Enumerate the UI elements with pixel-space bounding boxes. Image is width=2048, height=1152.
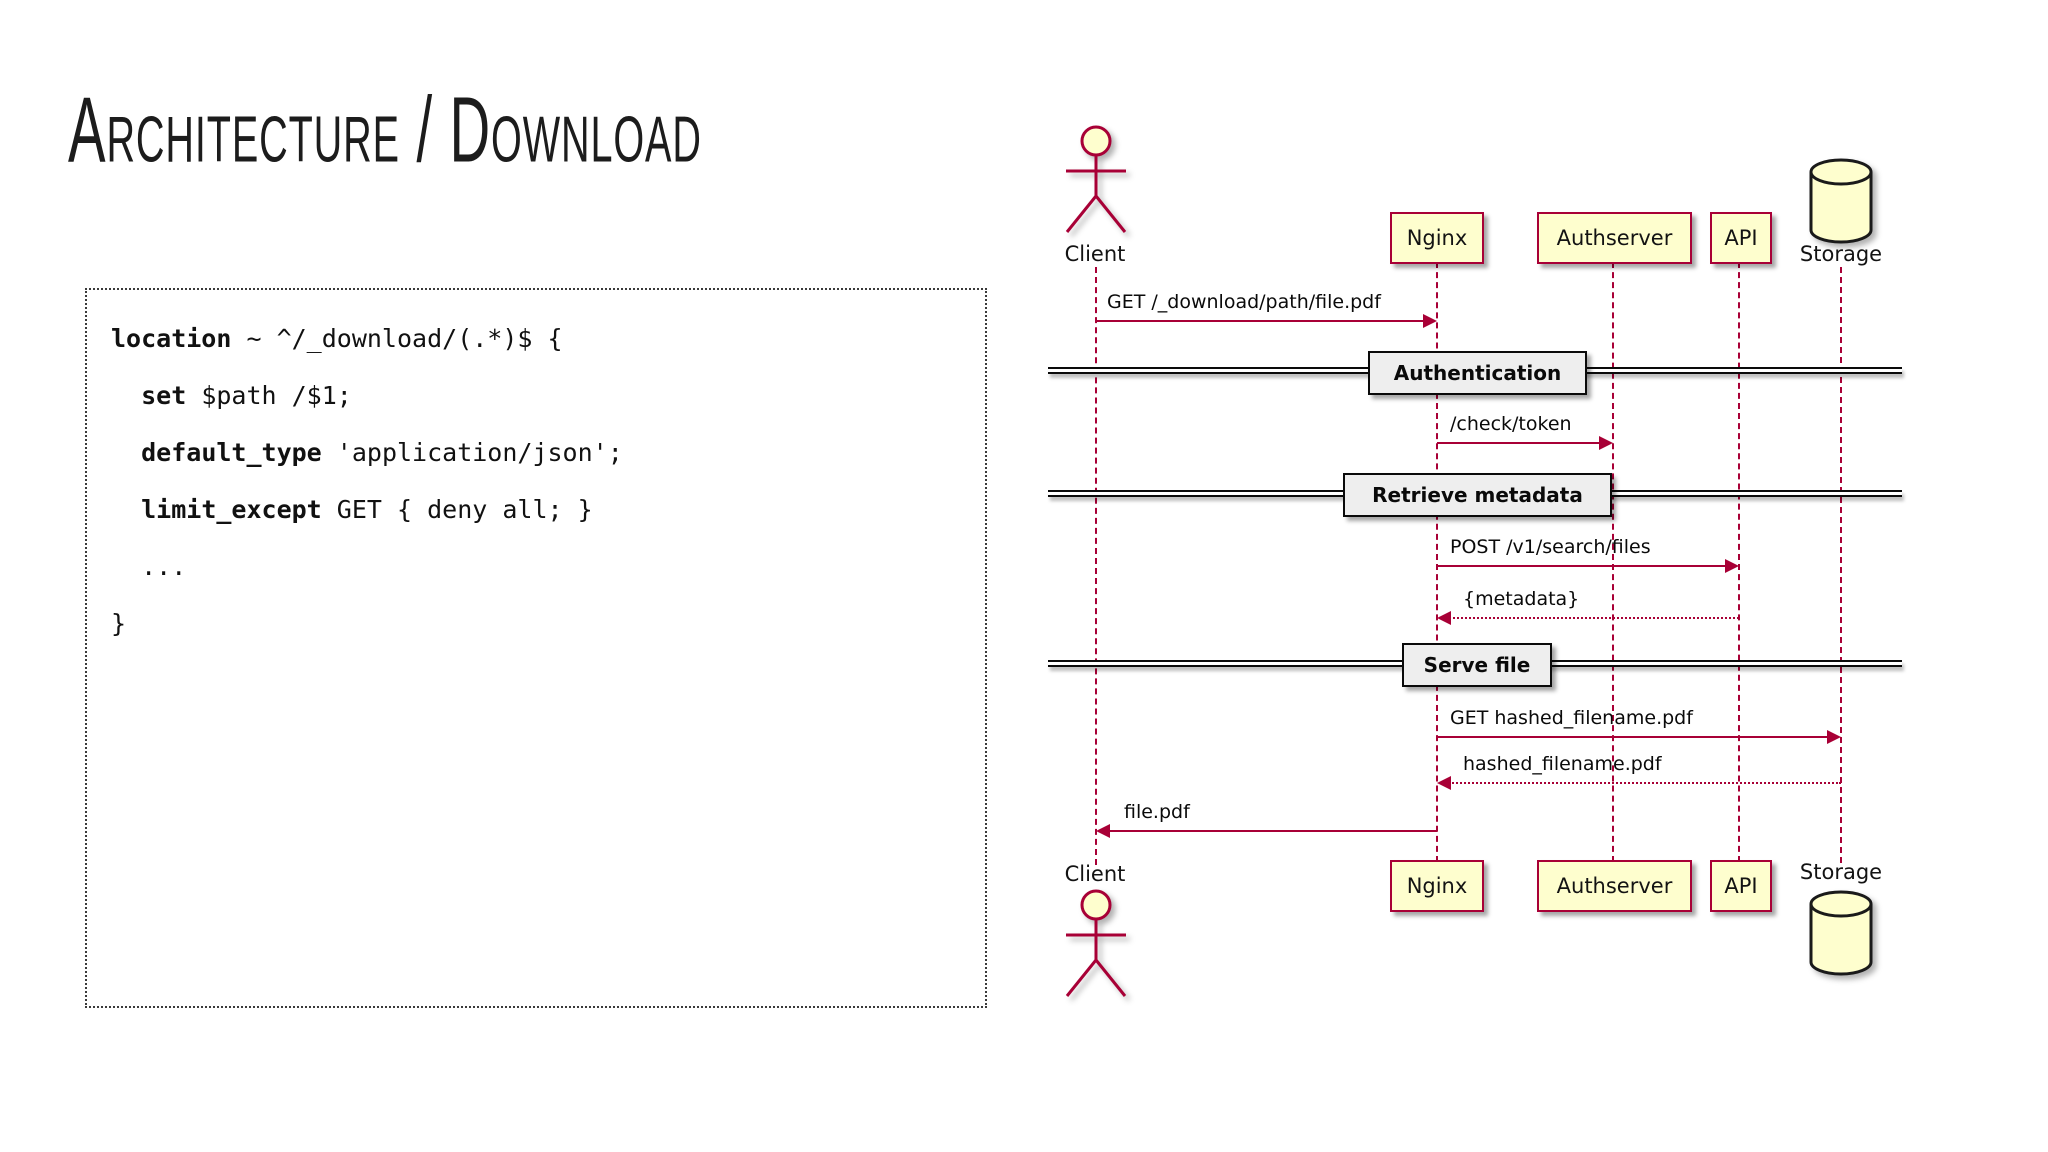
divider-label: Retrieve metadata — [1372, 483, 1583, 507]
code-line: ... — [141, 552, 187, 581]
participant-label-storage: Storage — [1799, 242, 1883, 266]
code-keyword: set — [141, 381, 187, 410]
participant-box-nginx: Nginx — [1390, 212, 1484, 264]
arrowhead-left-icon — [1096, 824, 1110, 838]
participant-box-api: API — [1710, 212, 1772, 264]
message-line — [1437, 565, 1727, 567]
message-label: GET /_download/path/file.pdf — [1107, 291, 1381, 313]
lifeline-api — [1738, 262, 1740, 862]
code-content: location ~ ^/_download/(.*)$ { set $path… — [111, 310, 975, 652]
message-line — [1437, 442, 1601, 444]
message-label: GET hashed_filename.pdf — [1450, 707, 1693, 729]
participant-label-client: Client — [1064, 242, 1126, 266]
participant-box-authserver-bottom: Authserver — [1537, 860, 1692, 912]
message-label: {metadata} — [1463, 588, 1580, 610]
lifeline-storage — [1840, 267, 1842, 863]
divider-label: Authentication — [1393, 361, 1562, 385]
divider-label: Serve file — [1423, 653, 1531, 677]
participant-label-api: API — [1724, 874, 1758, 898]
lifeline-nginx — [1436, 262, 1438, 862]
message-label: hashed_filename.pdf — [1463, 753, 1662, 775]
divider-retrieve-metadata: Retrieve metadata — [1343, 473, 1612, 517]
participant-label-authserver: Authserver — [1556, 226, 1673, 250]
code-keyword: default_type — [141, 438, 322, 467]
message-line — [1449, 782, 1841, 784]
participant-label-nginx: Nginx — [1406, 226, 1468, 250]
participant-box-authserver: Authserver — [1537, 212, 1692, 264]
message-line — [1096, 320, 1426, 322]
message-label: file.pdf — [1124, 801, 1190, 823]
arrowhead-right-icon — [1423, 314, 1437, 328]
actor-icon — [1065, 889, 1127, 997]
lifeline-authserver — [1612, 262, 1614, 862]
participant-box-api-bottom: API — [1710, 860, 1772, 912]
participant-label-storage-bottom: Storage — [1799, 860, 1883, 884]
code-line: set $path /$1; — [141, 381, 352, 410]
arrowhead-left-icon — [1437, 611, 1451, 625]
message-label: /check/token — [1450, 413, 1572, 435]
lifeline-client — [1095, 267, 1097, 865]
message-line — [1108, 830, 1437, 832]
database-icon — [1809, 158, 1873, 244]
code-keyword: location — [111, 324, 232, 353]
participant-label-nginx: Nginx — [1406, 874, 1468, 898]
message-line — [1449, 617, 1739, 619]
arrowhead-right-icon — [1827, 730, 1841, 744]
arrowhead-right-icon — [1725, 559, 1739, 573]
page-title: Architecture / Download — [68, 77, 702, 182]
code-block: location ~ ^/_download/(.*)$ { set $path… — [85, 288, 987, 1008]
arrowhead-right-icon — [1599, 436, 1613, 450]
divider-authentication: Authentication — [1368, 351, 1587, 395]
message-label: POST /v1/search/files — [1450, 536, 1651, 558]
participant-label-api: API — [1724, 226, 1758, 250]
message-line — [1437, 736, 1829, 738]
divider-serve-file: Serve file — [1402, 643, 1552, 687]
participant-label-authserver: Authserver — [1556, 874, 1673, 898]
arrowhead-left-icon — [1437, 776, 1451, 790]
participant-label-client-bottom: Client — [1064, 862, 1126, 886]
database-icon — [1809, 890, 1873, 976]
actor-icon — [1065, 125, 1127, 233]
code-line: location ~ ^/_download/(.*)$ { — [111, 324, 563, 353]
code-line: default_type 'application/json'; — [141, 438, 623, 467]
code-keyword: limit_except — [141, 495, 322, 524]
participant-box-nginx-bottom: Nginx — [1390, 860, 1484, 912]
code-line: } — [111, 609, 127, 638]
code-line: limit_except GET { deny all; } — [141, 495, 593, 524]
